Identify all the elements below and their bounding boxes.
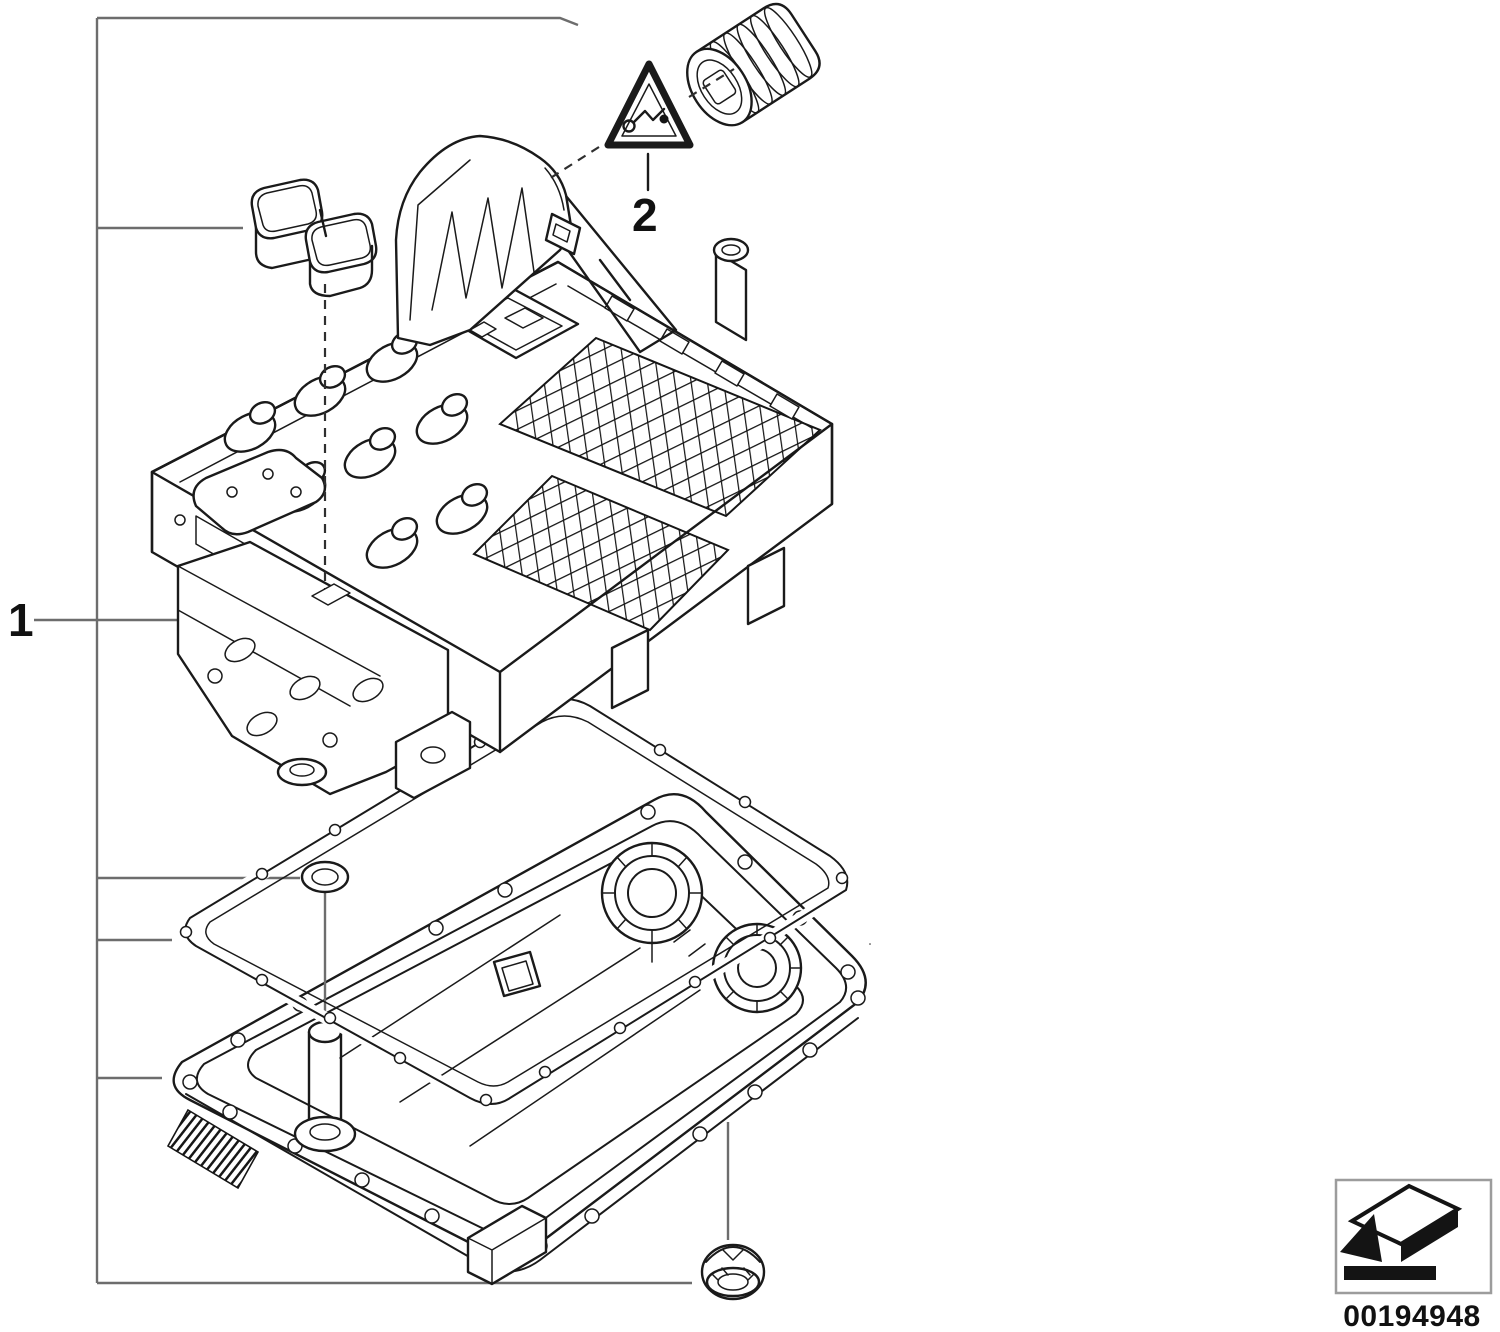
pan-cooling-fins	[166, 1108, 260, 1190]
mount-legs	[610, 546, 786, 710]
document-number: 00194948	[1343, 1300, 1480, 1332]
valve-body-block	[176, 540, 472, 800]
sensor-plate	[192, 448, 327, 536]
mechatronic-unit-drawing	[150, 134, 834, 800]
edge-tabs	[604, 295, 800, 420]
callout-2-label[interactable]: 2	[632, 189, 658, 241]
sealing-sleeve-cap	[250, 178, 378, 298]
pan-bolt-holes	[182, 804, 866, 1254]
torque-wrench-glyph	[622, 107, 669, 133]
oil-fill-plug	[686, 2, 821, 127]
support-strut	[546, 194, 750, 354]
thumbnail-nav-box[interactable]	[1334, 1178, 1493, 1295]
oil-filler-tube	[293, 860, 357, 1153]
connector-grid	[472, 336, 822, 632]
tube-o-ring	[300, 860, 350, 894]
assembly-dashed-leaders	[311, 284, 351, 606]
torque-warning-triangle-icon	[548, 60, 735, 192]
callout-1-label[interactable]: 1	[8, 594, 34, 646]
drain-plug	[700, 1122, 766, 1301]
callout-bracket-lines	[34, 16, 692, 1285]
oil-pan	[166, 792, 871, 1286]
gasket-bolt-tabs	[179, 735, 849, 1107]
page-turn-arrow-icon	[1340, 1183, 1463, 1280]
selector-tower	[394, 134, 582, 347]
pan-bottom-boss	[466, 1204, 548, 1286]
